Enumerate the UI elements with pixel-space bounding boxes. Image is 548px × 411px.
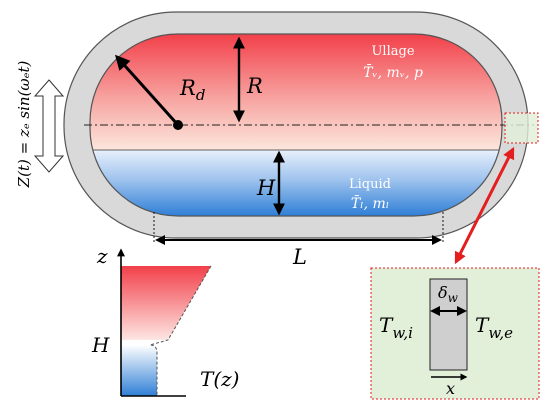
length-dimension	[153, 212, 444, 245]
svg-text:Rd: Rd	[179, 76, 205, 104]
wall-outer-temp: T	[475, 313, 490, 337]
center-dot	[173, 120, 183, 130]
ullage-region	[90, 34, 502, 150]
z-axis-label: z	[96, 244, 108, 268]
wall-detail-inset	[370, 267, 540, 400]
x-axis-label: x	[446, 379, 455, 398]
radius-d-arrow	[114, 54, 180, 127]
radius-label: R	[246, 74, 263, 98]
excitation-label: Z(t) = zₑ sin(ωₑt)	[15, 61, 33, 189]
radius-d-sub: d	[196, 86, 206, 104]
svg-text:Tw,e: Tw,e	[475, 313, 513, 342]
temperature-profile	[117, 248, 212, 397]
excitation-arrow	[33, 79, 65, 173]
ullage-props: T̄ᵥ, mᵥ, p	[363, 63, 423, 81]
fill-height-label: H	[256, 176, 276, 200]
wall-thickness-sub: w	[448, 291, 459, 305]
length-label: L	[292, 245, 307, 269]
wall-thickness-label: δ	[438, 283, 448, 302]
radius-d-label: R	[179, 76, 196, 100]
profile-height-label: H	[91, 333, 110, 357]
wall-slab	[429, 278, 468, 371]
wall-inner-temp: T	[379, 313, 394, 337]
tank-interior	[90, 34, 502, 216]
wall-outer-temp-sub: w,e	[488, 324, 513, 342]
ullage-label: Ullage	[371, 44, 414, 59]
liquid-label: Liquid	[349, 177, 391, 192]
liquid-region	[90, 150, 502, 216]
svg-text:δw: δw	[438, 283, 459, 305]
wall-detail-marker	[504, 112, 539, 144]
t-axis-label: T(z)	[200, 367, 239, 391]
wall-inner-temp-sub: w,i	[392, 324, 413, 342]
svg-text:Tw,i: Tw,i	[379, 313, 413, 342]
detail-connector	[454, 146, 515, 265]
liquid-props: T̄ₗ, mₗ	[351, 194, 389, 212]
